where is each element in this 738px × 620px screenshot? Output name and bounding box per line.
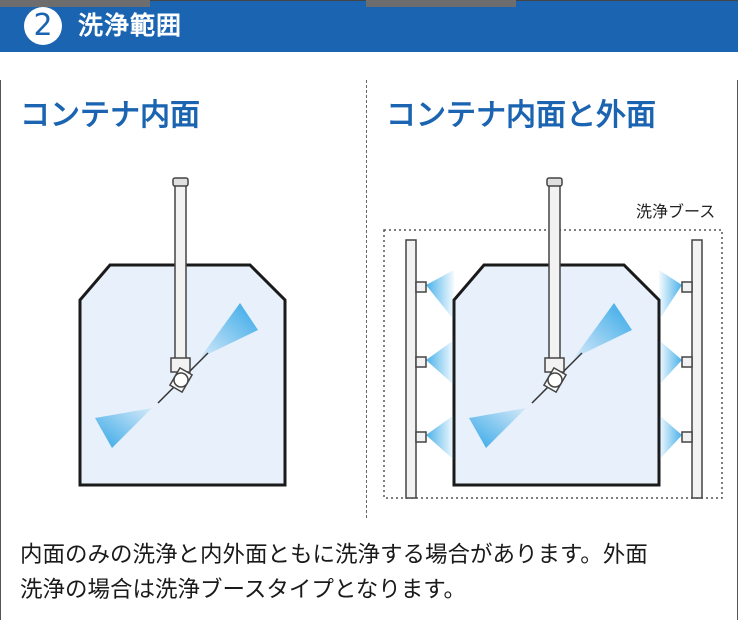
booth-pipe-left [405,239,417,499]
diagram-inner-washing [78,177,287,487]
panel-top-border-right [366,0,738,1]
nozzle-pipe [174,181,187,363]
washing-booth-outline [383,229,723,499]
section-header: 2 洗浄範囲 [0,0,738,52]
description-text: 内面のみの洗浄と内外面ともに洗浄する場合があります。外面 洗浄の場合は洗浄ブース… [20,538,730,608]
panel-title-inner: コンテナ内面 [20,98,200,133]
panel-divider [366,80,367,518]
spray-upper [200,303,258,358]
panel-title-inner-outer: コンテナ内面と外面 [386,98,656,133]
panel-top-border-left [0,0,366,1]
booth-pipe-right [691,239,703,499]
washing-booth-label: 洗浄ブース [636,202,716,221]
panel-tab-left [0,0,150,7]
nozzle-pipe [548,181,561,363]
panel-tab-right [366,0,516,7]
diagram-inner-outer-washing [383,177,723,499]
section-title: 洗浄範囲 [78,11,183,40]
section-number-badge: 2 [24,7,62,45]
spray-lower [95,408,152,448]
description-line-1: 内面のみの洗浄と内外面ともに洗浄する場合があります。外面 [20,542,648,568]
description-line-2: 洗浄の場合は洗浄ブースタイプとなります。 [20,577,466,603]
panel-inner [0,80,366,620]
